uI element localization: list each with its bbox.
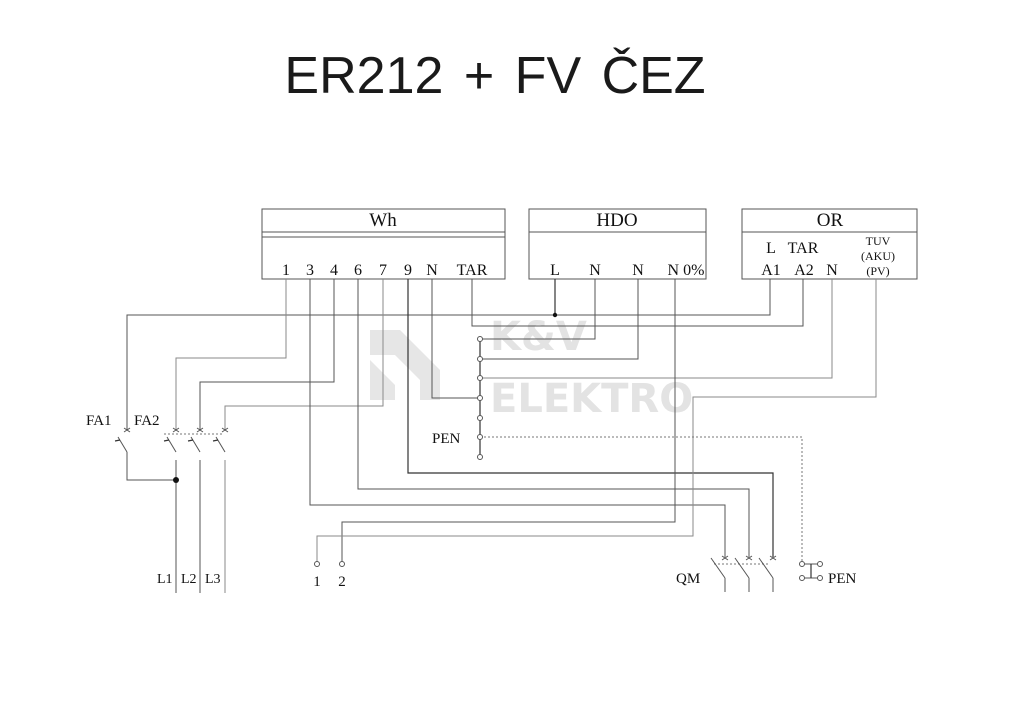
wh-meter-block: Wh 1 3 4 6 7 9 N TAR [261,208,506,280]
or-terminal-a2: A2 [794,262,814,279]
wh-title: Wh [369,210,397,231]
or-relay-block: OR L TAR A1 A2 N TUV (AKU) (PV) [741,208,918,280]
hdo-terminal-n1: N [589,262,601,279]
or-terminal-n: N [826,262,838,279]
wire-l-bus [126,279,771,430]
watermark: K&V ELEKTRO [370,314,693,422]
wh-terminal-9: 9 [404,262,412,279]
or-terminal-a1: A1 [761,262,781,279]
or-label-l: L [766,240,776,257]
pen-bus-label: PEN [432,431,461,447]
wire-hdo-n2 [480,279,639,360]
qm-label: QM [676,571,700,587]
phase-labels: L1 L2 L3 [157,572,221,587]
wire-pen-dotted [480,436,803,565]
hdo-receiver-block: HDO L N N N 0% [528,208,707,280]
junction-node-hdo [552,312,558,318]
output-terminals: 1 2 [313,561,346,590]
watermark-line2: ELEKTRO [490,376,693,422]
or-aku-label: (AKU) [861,249,895,263]
wire-wh4 [199,279,335,430]
or-label-tar: TAR [788,240,819,257]
hdo-terminal-l: L [550,262,560,279]
output-1: 1 [313,574,321,590]
wh-terminal-7: 7 [379,262,387,279]
wh-terminal-n: N [426,262,438,279]
fa1-switch-icon [114,427,131,460]
wires [126,279,877,593]
wire-wh6 [357,279,750,557]
qm-switch: QM [676,555,777,592]
fa1-label: FA1 [86,413,112,429]
wire-wh9 [407,279,774,557]
phase-l3: L3 [205,572,221,587]
wh-terminal-4: 4 [330,262,338,279]
wh-terminal-1: 1 [282,262,290,279]
or-title: OR [817,210,844,231]
pen-bus: PEN [432,336,483,460]
junction-node [173,477,179,483]
wh-terminal-3: 3 [306,262,314,279]
wire-or-tuv [316,279,877,562]
phase-l2: L2 [181,572,197,587]
watermark-logo-icon [370,330,440,400]
output-2: 2 [338,574,346,590]
hdo-terminal-n2: N [632,262,644,279]
wire-hdo-n0 [341,279,676,562]
pen-disconnect: PEN [799,561,857,587]
pen-switch-label: PEN [828,571,857,587]
or-pv-label: (PV) [866,264,889,278]
wire-wh-n [431,279,480,399]
qm-switch-icon [710,555,777,592]
wire-wh1 [175,279,287,430]
hdo-terminal-n0: N 0% [668,262,705,279]
hdo-title: HDO [596,210,637,231]
wire-hdo-n1 [480,279,596,340]
watermark-line1: K&V [490,314,587,360]
wh-terminal-tar: TAR [457,262,488,279]
wire-wh3 [309,279,726,557]
phase-l1: L1 [157,572,173,587]
fa2-switch-icon [163,427,229,453]
wh-terminal-6: 6 [354,262,362,279]
breakers: FA1 FA2 [86,413,229,460]
wire-fa1-out [126,460,176,481]
fa2-label: FA2 [134,413,160,429]
wire-wh7 [224,279,384,430]
wire-or-n [480,279,833,379]
or-tuv-label: TUV [866,234,891,248]
diagram-title: ER212 + FV ČEZ [284,47,706,105]
